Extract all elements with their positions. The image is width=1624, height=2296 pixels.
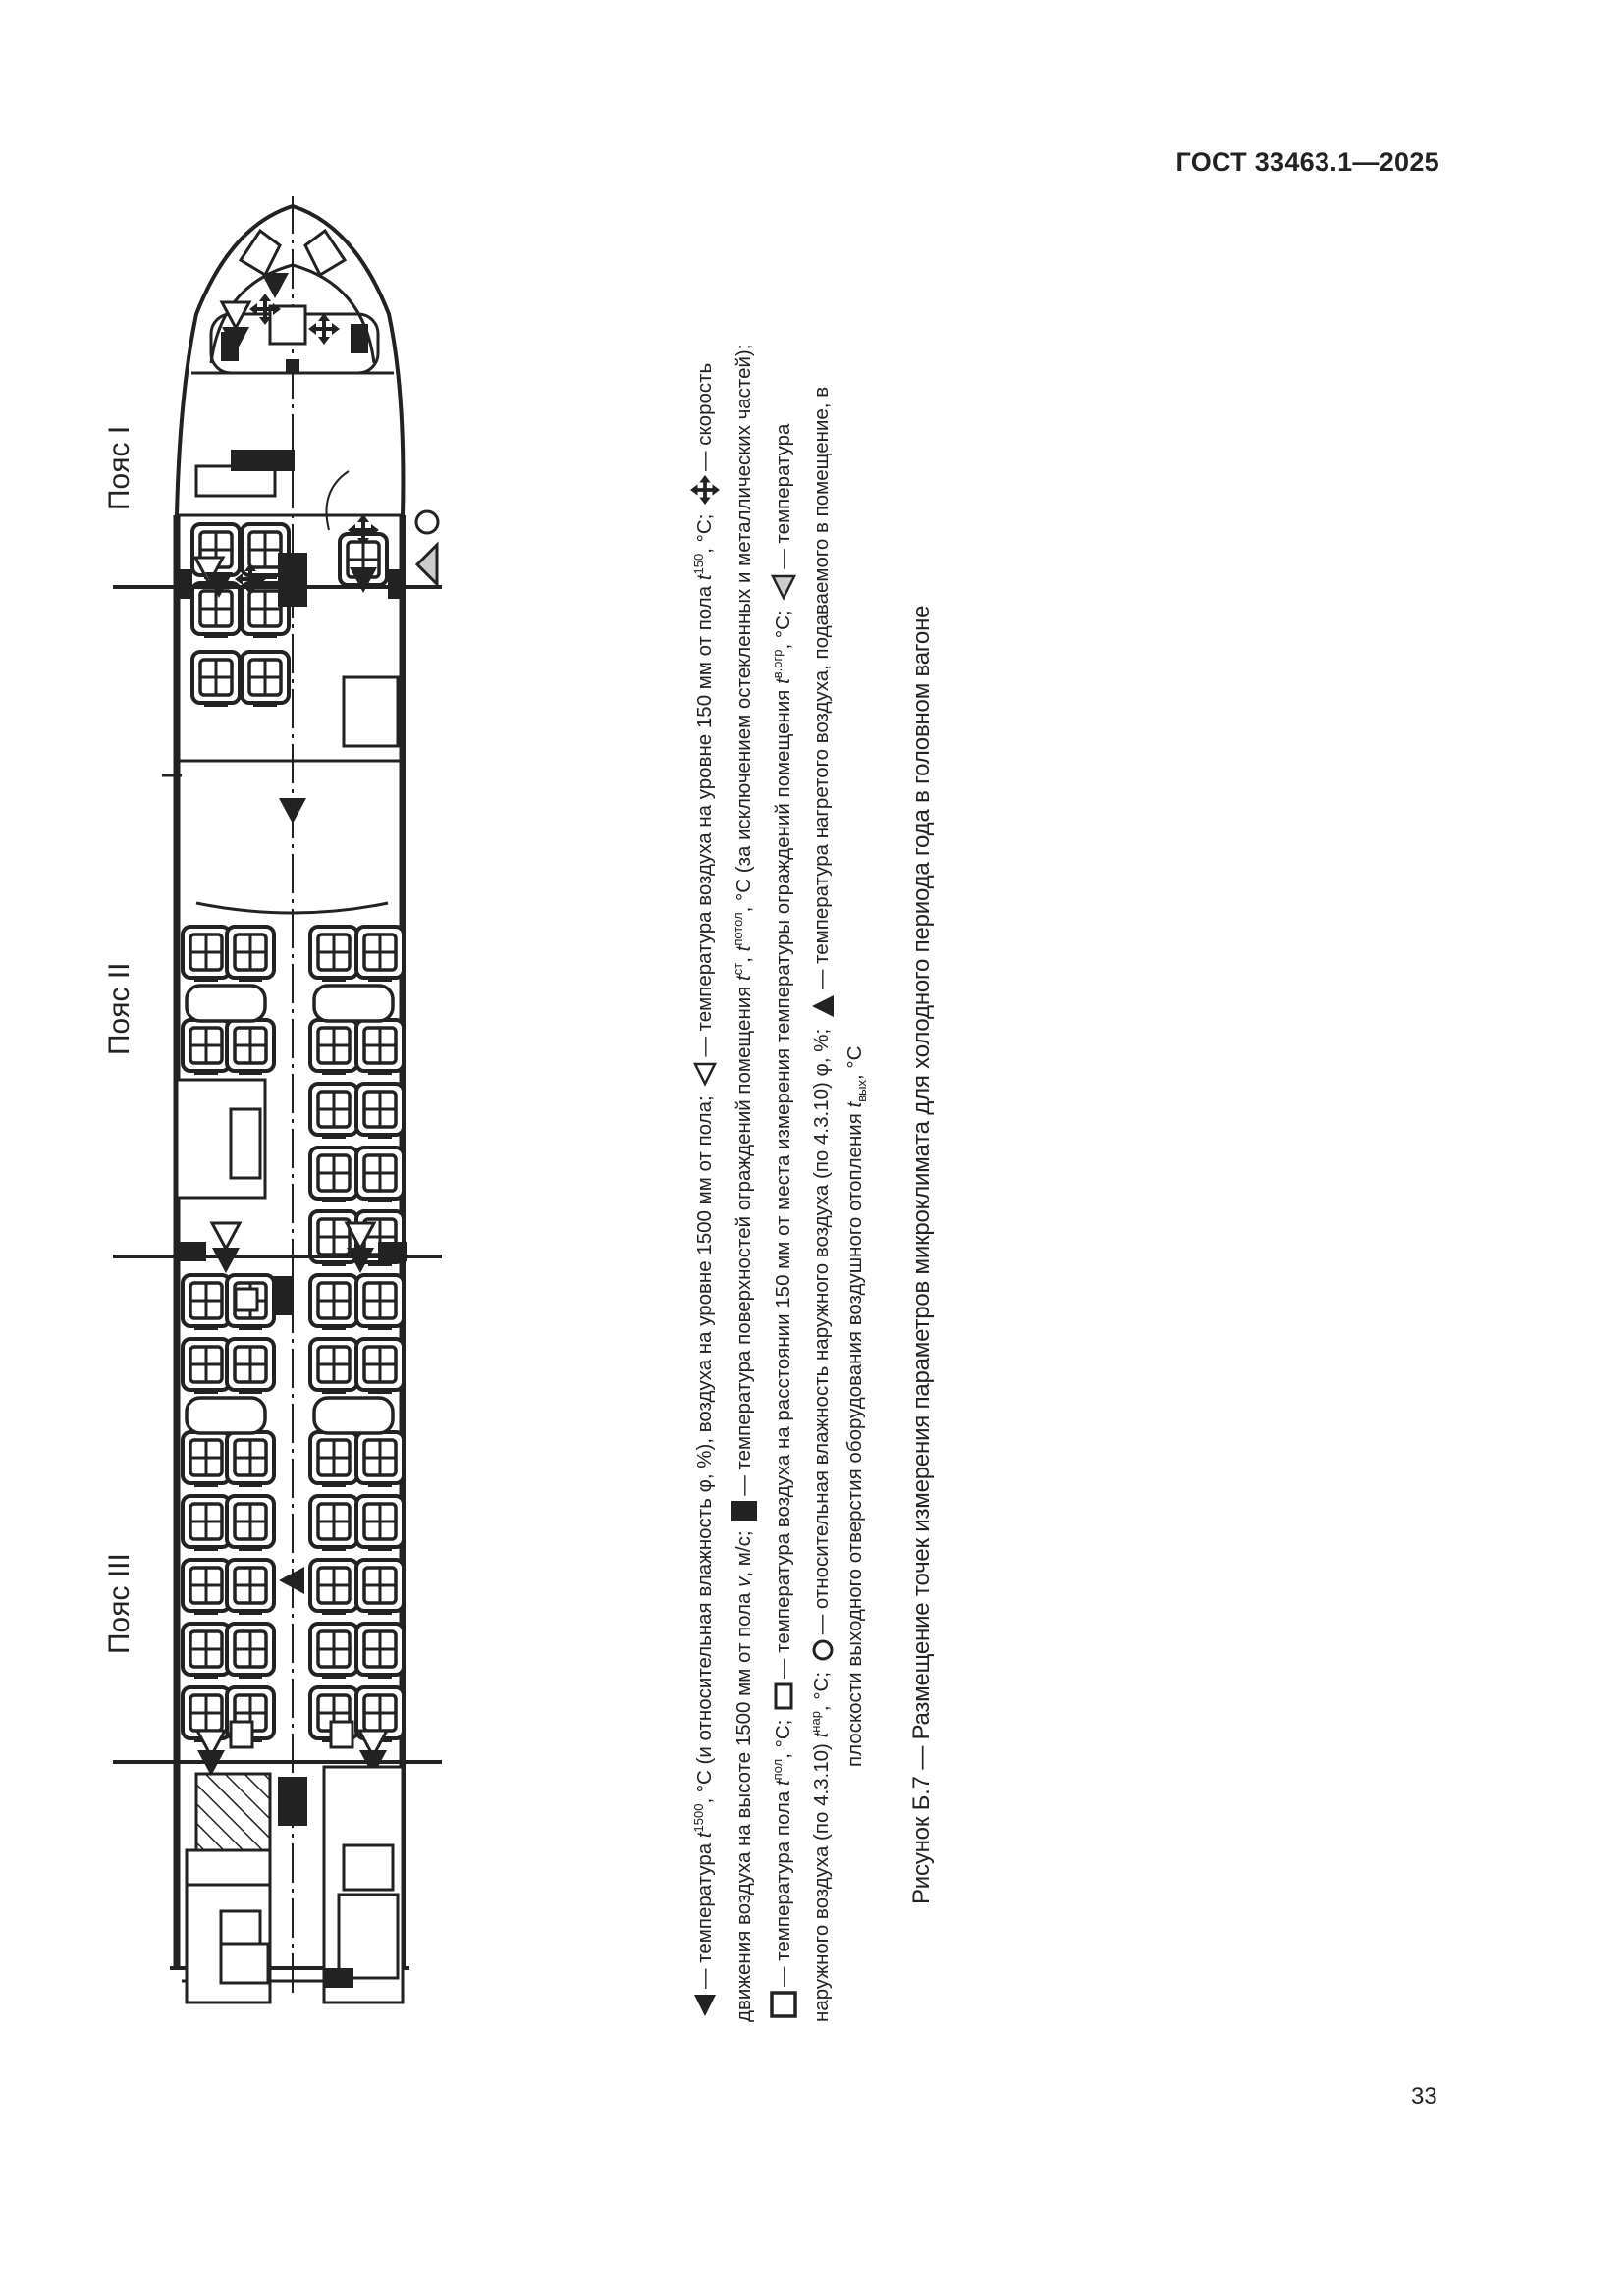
gray-triangle-icon <box>771 574 797 601</box>
page-number: 33 <box>1411 2083 1437 2109</box>
circle-icon <box>812 1639 834 1661</box>
rotated-figure-block: Пояс I Пояс II Пояс III <box>103 196 947 2042</box>
cross-arrows-icon <box>690 474 721 505</box>
hollow-rect-icon <box>774 1682 793 1710</box>
filled-rect-icon <box>731 1500 758 1521</box>
legend-line-5: плоскости выходного отверстия оборудован… <box>843 1045 870 1767</box>
document-header: ГОСТ 33463.1—2025 <box>1175 147 1439 177</box>
legend-line-2: движения воздуха на высоте 1500 мм от по… <box>722 196 761 2022</box>
legend-line-3: — температура пола tпол, °С; — температу… <box>761 196 800 2022</box>
filled-triangle-icon <box>694 1995 717 2016</box>
car-floor-plan <box>113 196 442 2004</box>
seat-rows <box>181 925 406 1744</box>
legend-line-4: наружного воздуха (по 4.3.10) tнар, °С; … <box>799 196 839 2022</box>
figure-legend: — температура t1500, °С (и относительная… <box>682 196 879 2022</box>
filled-triangle-right-icon <box>811 995 834 1018</box>
legend-line-1: — температура t1500, °С (и относительная… <box>682 196 722 2022</box>
hollow-square-icon <box>770 1991 797 2018</box>
hollow-triangle-icon <box>693 1062 718 1087</box>
figure-caption: Рисунок Б.7 — Размещение точек измерения… <box>908 605 935 1904</box>
